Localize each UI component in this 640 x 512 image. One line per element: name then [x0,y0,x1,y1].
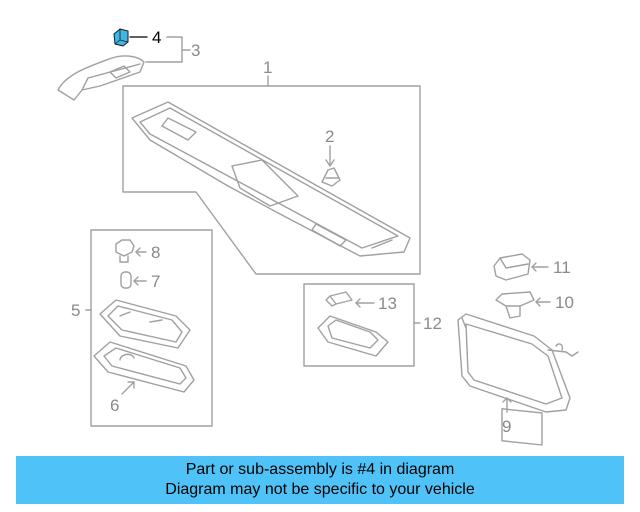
part-3-trim-cover[interactable] [57,55,145,101]
callout-12[interactable]: 12 [423,314,442,333]
part-1-frame [122,85,421,275]
info-banner: Part or sub-assembly is #4 in diagram Di… [16,456,624,504]
callout-6[interactable]: 6 [110,396,119,415]
part-6-lens[interactable] [93,341,195,393]
callout-7[interactable]: 7 [151,272,160,291]
part-8-bulb-socket[interactable] [115,239,135,263]
part-9-sun-visor[interactable] [457,313,579,446]
part-4-clip[interactable] [113,28,129,47]
leader-6 [121,381,135,395]
callout-10[interactable]: 10 [555,293,574,312]
part-13-bulb[interactable] [325,291,353,307]
callout-4[interactable]: 4 [152,28,161,47]
callout-3[interactable]: 3 [191,41,200,60]
part-1-panel[interactable] [131,101,411,257]
callout-2[interactable]: 2 [325,127,334,146]
callout-1[interactable]: 1 [263,58,272,77]
banner-line-1: Part or sub-assembly is #4 in diagram [185,461,455,478]
part-5-frame [90,229,213,427]
part-10-holder[interactable] [495,291,535,319]
parts-diagram: 4 3 1 2 8 7 5 6 11 13 10 12 9 [57,28,579,446]
callout-8[interactable]: 8 [151,243,160,262]
part-11-cap[interactable] [493,253,531,281]
callout-13[interactable]: 13 [378,294,397,313]
part-2-clip[interactable] [321,167,341,187]
callout-9[interactable]: 9 [502,417,511,436]
part-5-lamp-housing[interactable] [99,299,191,349]
part-7-bulb[interactable] [120,271,132,289]
banner-line-2: Diagram may not be specific to your vehi… [165,481,475,498]
part-12-frame [303,283,415,367]
callout-5[interactable]: 5 [71,301,80,320]
part-12-vanity-lamp[interactable] [317,315,389,357]
callout-11[interactable]: 11 [553,258,571,277]
